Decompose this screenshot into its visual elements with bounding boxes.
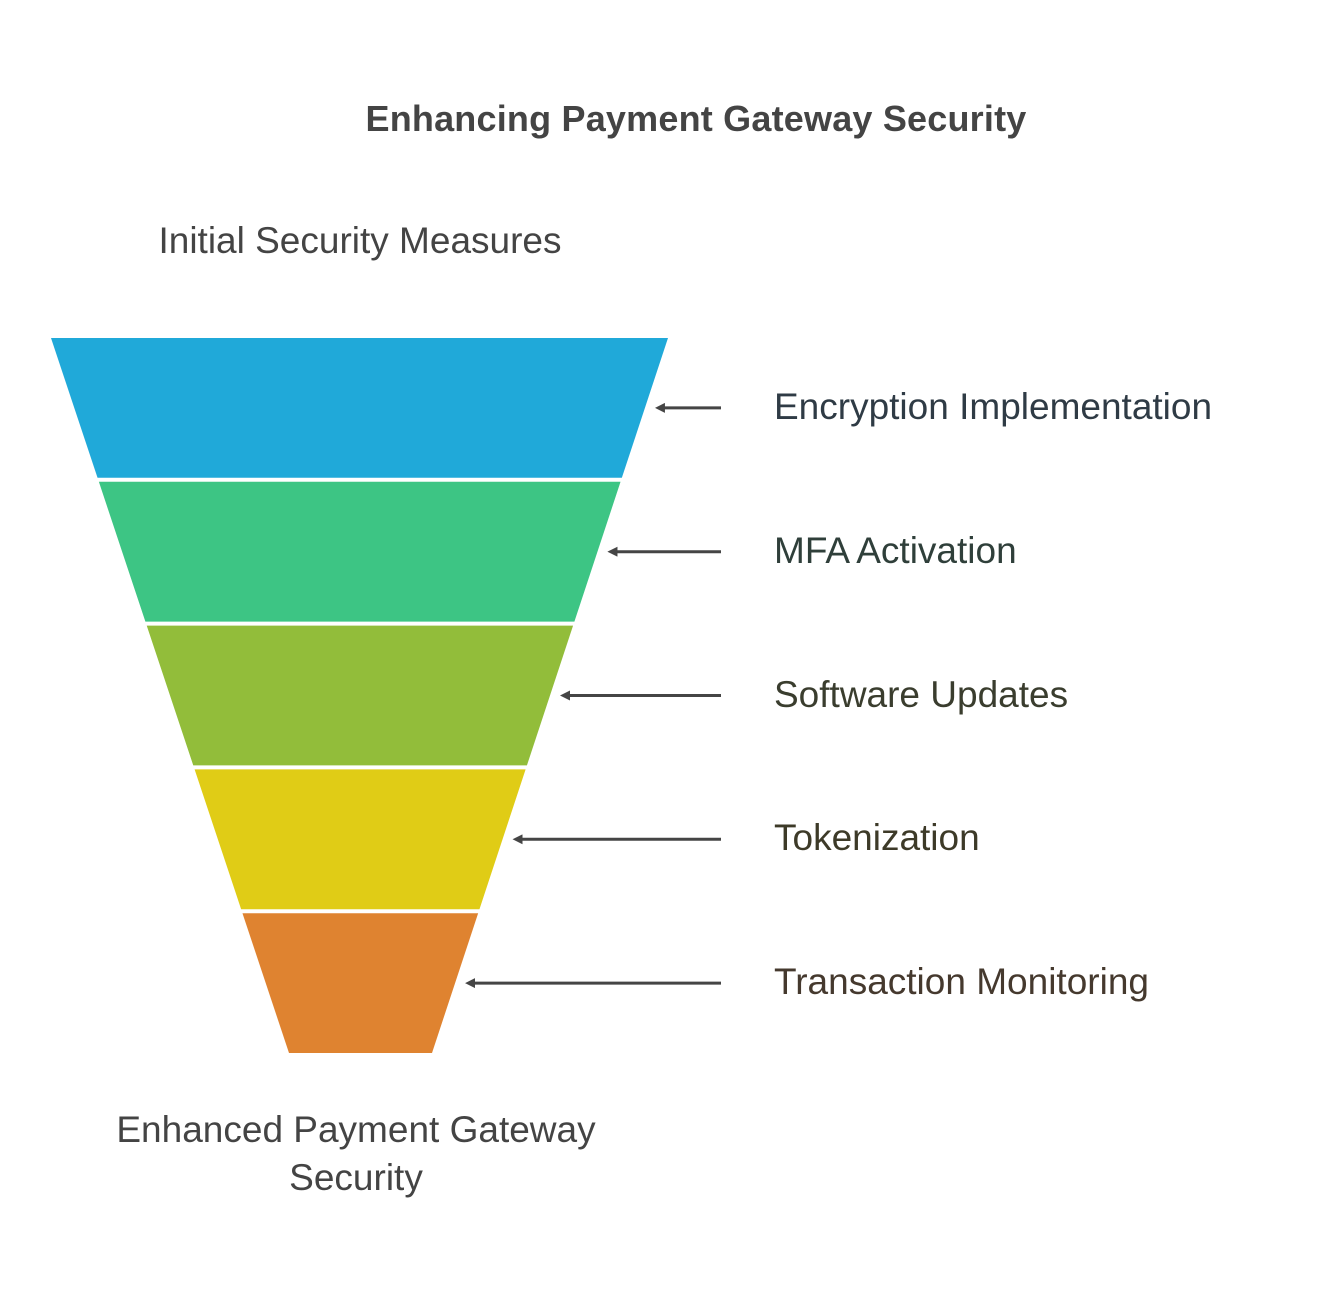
stage-label-1: Encryption Implementation	[774, 385, 1213, 427]
stage-label-4: Tokenization	[774, 817, 980, 859]
diagram-title: Enhancing Payment Gateway Security	[365, 98, 1027, 139]
funnel-segments	[51, 338, 668, 1053]
funnel-top-label: Initial Security Measures	[158, 220, 562, 261]
funnel-bottom-label: Enhanced Payment Gateway Security	[56, 1106, 656, 1202]
funnel-segment-3	[146, 625, 574, 766]
funnel-segment-5	[242, 913, 479, 1053]
funnel-arrows	[465, 402, 721, 989]
funnel-segment-4	[194, 769, 526, 910]
funnel-segment-2	[98, 481, 621, 622]
stage-label-2: MFA Activation	[774, 529, 1017, 571]
funnel-segment-1	[51, 338, 668, 478]
funnel-bottom-label-line-2: Security	[289, 1157, 423, 1198]
stage-label-5: Transaction Monitoring	[774, 961, 1149, 1003]
stage-label-3: Software Updates	[774, 673, 1069, 715]
funnel-bottom-label-line-1: Enhanced Payment Gateway	[116, 1109, 596, 1150]
